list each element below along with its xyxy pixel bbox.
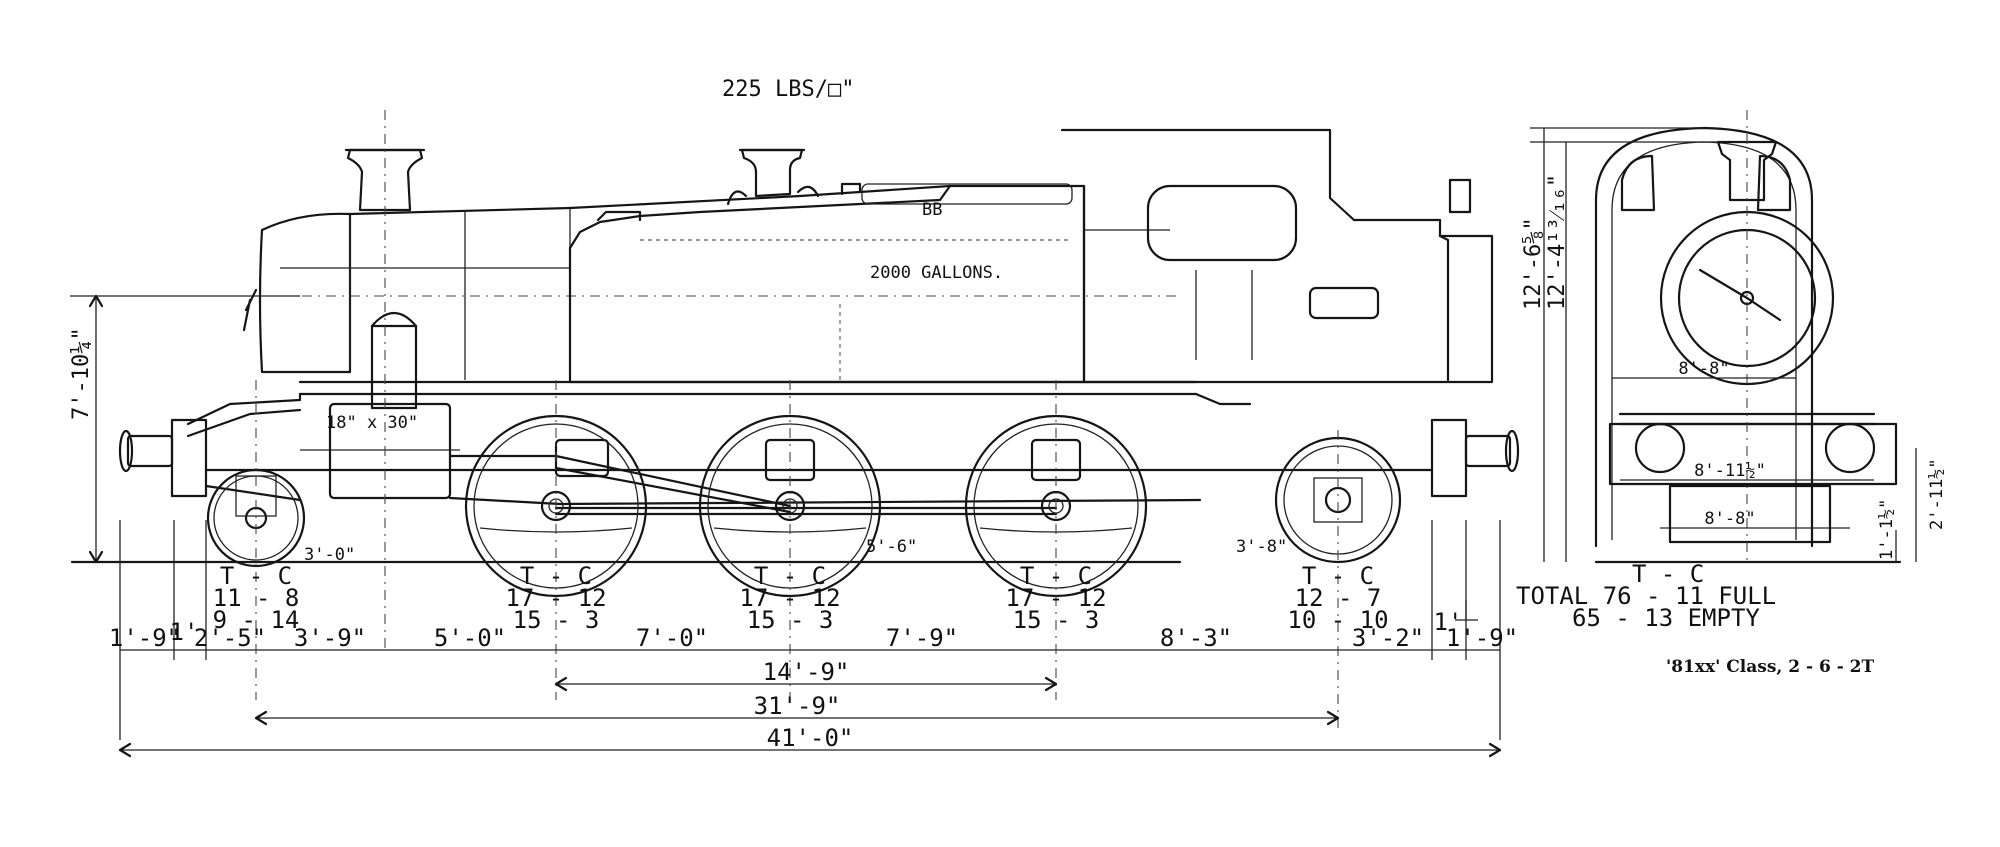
svg-text:17 - 12: 17 - 12 bbox=[739, 584, 840, 612]
dim-2-5: 2'-5" bbox=[194, 624, 266, 652]
smokebox bbox=[258, 212, 352, 374]
end-width-footplate: 8'-11½" bbox=[1620, 461, 1874, 481]
whistle bbox=[840, 182, 862, 196]
axle-weight-1: T - C 11 - 8 9 - 14 bbox=[213, 562, 300, 634]
dimension-row-1: 1'-9" 1' 2'-5" 3'-9" 5'-0" 7'-0" 7'-9" 8… bbox=[109, 520, 1518, 740]
axle-weight-2: T - C 17 - 12 15 - 3 bbox=[505, 562, 606, 634]
leading-wheel-diameter: 3'-0" bbox=[304, 545, 355, 565]
rear-buffer-beam bbox=[1430, 418, 1468, 498]
end-height-label-2: 12'-4¹³⁄₁₆" bbox=[1545, 174, 1570, 310]
svg-text:T - C: T - C bbox=[520, 562, 592, 590]
end-window-right bbox=[1756, 154, 1792, 212]
dim-total-wheelbase: 31'-9" bbox=[254, 692, 1340, 726]
axle-weight-5: T - C 12 - 7 10 - 10 bbox=[1287, 562, 1388, 634]
svg-text:T - C: T - C bbox=[220, 562, 292, 590]
svg-text:T - C: T - C bbox=[1020, 562, 1092, 590]
axle-weight-3: T - C 17 - 12 15 - 3 bbox=[739, 562, 840, 634]
bunker-rear bbox=[1438, 234, 1450, 382]
bunker-mark: BB bbox=[922, 200, 942, 220]
safety-valve bbox=[726, 148, 820, 206]
dim-1-rear: 1' bbox=[1434, 608, 1463, 636]
cab-side-sheet-opening bbox=[1308, 286, 1380, 320]
side-tank bbox=[568, 183, 1170, 384]
svg-text:41'-0": 41'-0" bbox=[767, 724, 854, 752]
svg-text:8'-8": 8'-8" bbox=[1704, 509, 1755, 529]
svg-text:31'-9": 31'-9" bbox=[754, 692, 841, 720]
svg-text:17 - 12: 17 - 12 bbox=[1005, 584, 1106, 612]
svg-text:T - C: T - C bbox=[754, 562, 826, 590]
trailing-wheel-diameter: 3'-8" bbox=[1236, 537, 1287, 557]
bunker-lamp bbox=[1448, 178, 1472, 214]
cab-window bbox=[1146, 184, 1298, 262]
pressure-label: 225 LBS/□" bbox=[722, 77, 854, 102]
dim-1-front: 1' bbox=[170, 618, 199, 646]
class-caption: '81xx' Class, 2 - 6 - 2T bbox=[1666, 657, 1875, 677]
svg-text:10 - 10: 10 - 10 bbox=[1287, 606, 1388, 634]
end-elevation: 8'-8" 8'-11½" 8'-8" 12'-6⅝" 12'-4¹³⁄₁₆" … bbox=[1516, 110, 1947, 632]
height-label: 7'-10¼" bbox=[69, 327, 94, 420]
dim-overall-length: 41'-0" bbox=[118, 724, 1502, 758]
axle-weights: T - C 11 - 8 9 - 14 T - C 17 - 12 15 - 3… bbox=[213, 562, 1389, 634]
footplate bbox=[186, 380, 1252, 438]
svg-text:14'-9": 14'-9" bbox=[763, 658, 850, 686]
svg-text:T - C: T - C bbox=[1632, 560, 1704, 588]
svg-text:15 - 3: 15 - 3 bbox=[1013, 606, 1100, 634]
end-small-height-label: 1'-1½" bbox=[1877, 499, 1897, 560]
motion bbox=[448, 438, 1058, 516]
svg-text:65 - 13 EMPTY: 65 - 13 EMPTY bbox=[1572, 604, 1760, 632]
svg-text:TOTAL 76 - 11 FULL: TOTAL 76 - 11 FULL bbox=[1516, 582, 1776, 610]
rear-buffer bbox=[1464, 429, 1520, 473]
cab bbox=[1060, 128, 1494, 384]
svg-text:T - C: T - C bbox=[1302, 562, 1374, 590]
end-width-cab: 8'-8" bbox=[1612, 359, 1796, 379]
end-frame bbox=[1668, 484, 1832, 544]
dim-coupled-wheelbase: 14'-9" bbox=[554, 658, 1058, 692]
end-chimney bbox=[1716, 140, 1778, 202]
main-frames bbox=[204, 468, 1434, 506]
cylinder-label: 18" x 30" bbox=[326, 413, 418, 433]
end-width-buffer: 8'-8" bbox=[1660, 509, 1850, 529]
svg-text:15 - 3: 15 - 3 bbox=[747, 606, 834, 634]
end-window-left bbox=[1620, 154, 1656, 212]
end-height-label-1: 12'-6⅝" bbox=[1521, 217, 1546, 310]
tank-capacity-label: 2000 GALLONS. bbox=[870, 263, 1003, 283]
dim-7-0: 7'-0" bbox=[636, 624, 708, 652]
front-buffer bbox=[118, 429, 174, 473]
svg-text:9 - 14: 9 - 14 bbox=[213, 606, 300, 634]
dim-5-0: 5'-0" bbox=[434, 624, 506, 652]
dim-7-9: 7'-9" bbox=[886, 624, 958, 652]
cylinder bbox=[300, 311, 460, 500]
svg-text:17 - 12: 17 - 12 bbox=[505, 584, 606, 612]
end-buffer-right bbox=[1824, 422, 1876, 474]
end-buffer-left bbox=[1634, 422, 1686, 474]
dim-8-3: 8'-3" bbox=[1160, 624, 1232, 652]
dim-3-2: 3'-2" bbox=[1352, 624, 1424, 652]
end-buffer-height-label: 2'-11½" bbox=[1927, 458, 1947, 530]
svg-text:15 - 3: 15 - 3 bbox=[513, 606, 600, 634]
side-elevation: 225 LBS/□" BB 2000 GALLONS. 18" x 30" 7'… bbox=[69, 77, 1520, 758]
total-weight: T - C TOTAL 76 - 11 FULL 65 - 13 EMPTY bbox=[1516, 560, 1776, 632]
svg-text:12 - 7: 12 - 7 bbox=[1295, 584, 1382, 612]
dim-1-9-front: 1'-9" bbox=[109, 624, 181, 652]
dim-1-9-rear: 1'-9" bbox=[1446, 624, 1518, 652]
coupled-wheel-diameter: 5'-6" bbox=[866, 537, 917, 557]
svg-text:8'-11½": 8'-11½" bbox=[1694, 461, 1766, 481]
dim-3-9: 3'-9" bbox=[294, 624, 366, 652]
end-buffer-beam bbox=[1608, 422, 1898, 486]
axle-weight-4: T - C 17 - 12 15 - 3 bbox=[1005, 562, 1106, 634]
svg-text:11 - 8: 11 - 8 bbox=[213, 584, 300, 612]
svg-text:8'-8": 8'-8" bbox=[1678, 359, 1729, 379]
boiler-barrel bbox=[280, 184, 952, 380]
